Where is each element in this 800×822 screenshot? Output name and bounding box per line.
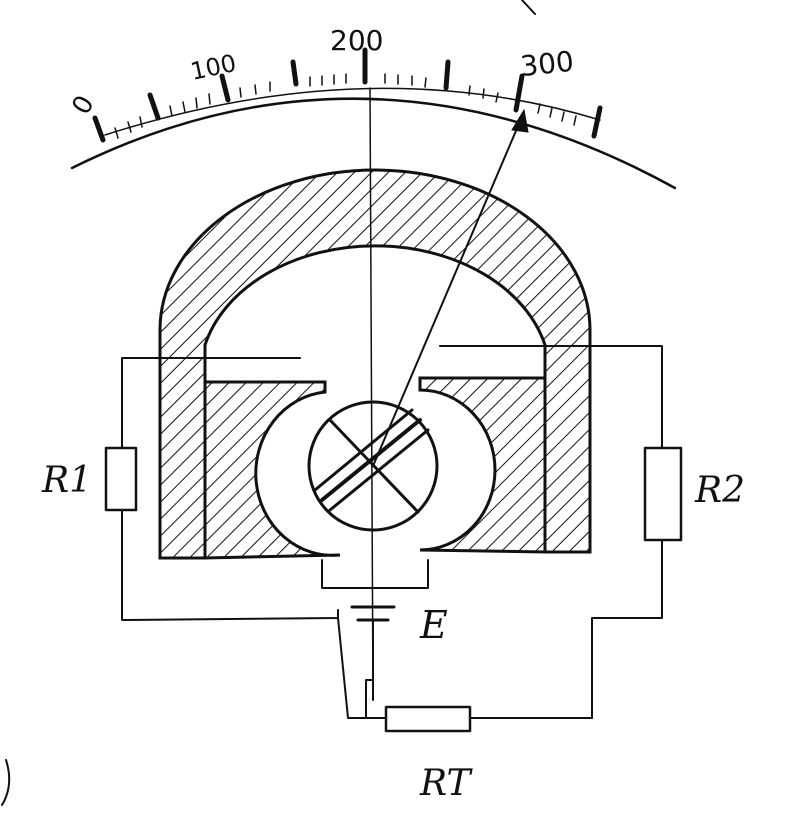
minor-ticks <box>114 73 577 139</box>
resistor-rt: RT <box>384 705 473 804</box>
r1-label: R1 <box>41 460 92 501</box>
scale-inner-arc <box>104 87 601 136</box>
circuit-wiring <box>121 345 663 719</box>
horseshoe-magnet <box>158 168 592 560</box>
battery-label: E <box>419 603 448 647</box>
scale-label-200: 200 <box>330 24 383 57</box>
scale-label-0: 0 <box>66 91 100 120</box>
sketch-mark-left-bottom <box>1 759 11 806</box>
scale-label-100: 100 <box>188 49 239 86</box>
sketch-mark-top <box>521 0 536 15</box>
battery-e: E <box>350 603 448 647</box>
scale-label-300: 300 <box>519 45 576 83</box>
r2-label: R2 <box>694 470 745 511</box>
needle <box>372 111 525 467</box>
pointer-needle <box>369 87 529 701</box>
core-bracket <box>321 559 429 589</box>
resistor-r2: R2 <box>643 446 745 542</box>
right-pole-piece <box>418 376 547 554</box>
scale-arc <box>70 97 677 190</box>
resistor-r1: R1 <box>41 446 138 512</box>
center-axis <box>369 87 374 701</box>
rt-label: RT <box>419 763 473 804</box>
coil-core <box>307 400 439 532</box>
needle-arrowhead <box>511 108 529 133</box>
magnet-body <box>158 168 592 560</box>
left-pole-piece <box>203 380 341 560</box>
major-ticks <box>92 47 603 143</box>
